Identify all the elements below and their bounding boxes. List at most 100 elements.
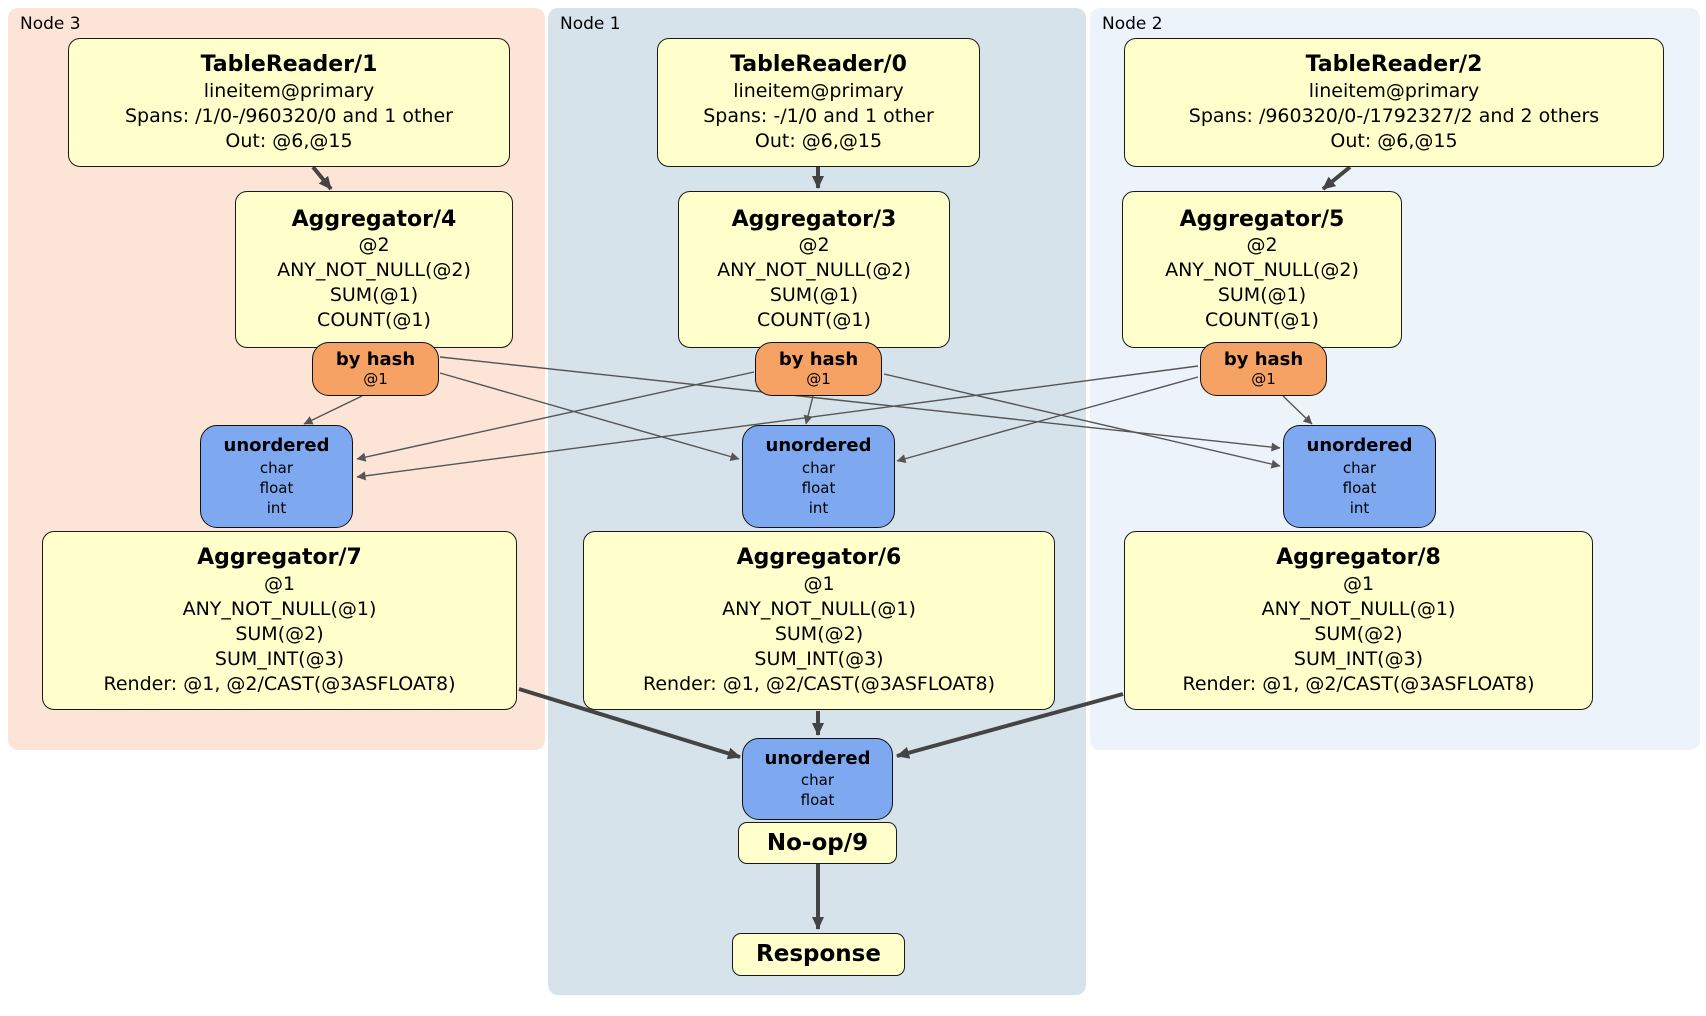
sync-title: unordered xyxy=(1306,435,1413,457)
text-line: Out: @6,@15 xyxy=(754,129,883,152)
node2-label: Node 2 xyxy=(1102,14,1163,34)
text-line: @2 xyxy=(798,234,830,257)
text-line: SUM_INT(@3) xyxy=(1293,647,1424,670)
text-line: SUM(@1) xyxy=(1217,284,1307,307)
text-line: Spans: /960320/0-/1792327/2 and 2 others xyxy=(1188,104,1600,127)
text-line: @1 xyxy=(803,572,835,595)
processor-title: No-op/9 xyxy=(766,829,869,856)
text-line: @1 xyxy=(806,369,831,388)
text-line: int xyxy=(1349,498,1370,517)
text-line: Render: @1, @2/CAST(@3ASFLOAT8) xyxy=(103,672,456,695)
text-line: ANY_NOT_NULL(@2) xyxy=(1165,259,1359,282)
processor-title: TableReader/2 xyxy=(1305,52,1483,78)
processor-title: Aggregator/7 xyxy=(197,545,362,571)
text-line: SUM(@2) xyxy=(235,622,324,645)
processor-noop-9: No-op/9 xyxy=(738,822,897,864)
text-line: Spans: -/1/0 and 1 other xyxy=(703,104,934,127)
text-line: Render: @1, @2/CAST(@3ASFLOAT8) xyxy=(643,672,995,695)
router-details: @1 xyxy=(1251,370,1276,388)
text-line: char xyxy=(259,458,294,477)
text-line: SUM(@2) xyxy=(774,622,864,645)
processor-response: Response xyxy=(732,933,905,976)
text-line: char xyxy=(800,771,835,790)
router-details: @1 xyxy=(363,370,388,388)
processor-title: TableReader/1 xyxy=(200,52,378,78)
text-line: SUM_INT(@3) xyxy=(214,647,345,670)
text-line: float xyxy=(1342,478,1377,497)
router-by-hash-node1: by hash @1 xyxy=(755,342,882,396)
text-line: COUNT(@1) xyxy=(1205,309,1319,332)
text-line: COUNT(@1) xyxy=(317,309,431,332)
text-line: SUM(@1) xyxy=(769,284,859,307)
text-line: ANY_NOT_NULL(@2) xyxy=(277,259,471,282)
processor-title: TableReader/0 xyxy=(730,52,907,78)
text-line: lineitem@primary xyxy=(1308,79,1480,102)
processor-title: Aggregator/3 xyxy=(731,206,897,232)
text-line: @1 xyxy=(263,572,296,595)
processor-title: Aggregator/8 xyxy=(1276,545,1441,571)
text-line: @1 xyxy=(1251,369,1276,388)
text-line: lineitem@primary xyxy=(203,79,375,102)
processor-title: Aggregator/6 xyxy=(736,545,902,571)
router-title: by hash xyxy=(335,349,416,371)
router-by-hash-node2: by hash @1 xyxy=(1200,342,1327,396)
text-line: @2 xyxy=(1246,234,1278,257)
text-line: @1 xyxy=(363,369,388,388)
text-line: SUM(@2) xyxy=(1314,622,1403,645)
text-line: Out: @6,@15 xyxy=(225,129,353,152)
text-line: int xyxy=(266,498,287,517)
text-line: char xyxy=(801,458,836,477)
processor-title: Aggregator/5 xyxy=(1179,206,1345,232)
text-line: ANY_NOT_NULL(@1) xyxy=(1261,597,1456,620)
text-line: Spans: /1/0-/960320/0 and 1 other xyxy=(125,104,453,127)
router-title: by hash xyxy=(1223,349,1304,371)
text-line: ANY_NOT_NULL(@2) xyxy=(717,259,911,282)
processor-title: Aggregator/4 xyxy=(291,206,457,232)
text-line: ANY_NOT_NULL(@1) xyxy=(722,597,916,620)
sync-title: unordered xyxy=(223,435,330,457)
text-line: float xyxy=(800,791,835,810)
text-line: SUM_INT(@3) xyxy=(754,647,884,670)
processor-title: Response xyxy=(756,941,881,968)
text-line: lineitem@primary xyxy=(733,79,904,102)
text-line: char xyxy=(1342,458,1377,477)
text-line: @2 xyxy=(358,234,390,257)
sync-title: unordered xyxy=(764,747,871,769)
router-by-hash-node3: by hash @1 xyxy=(312,342,439,396)
text-line: int xyxy=(808,498,829,517)
text-line: float xyxy=(259,478,294,497)
node1-label: Node 1 xyxy=(560,14,621,34)
text-line: float xyxy=(801,478,836,497)
router-details: @1 xyxy=(806,370,831,388)
text-line: Render: @1, @2/CAST(@3ASFLOAT8) xyxy=(1182,672,1535,695)
router-title: by hash xyxy=(778,349,859,371)
text-line: Out: @6,@15 xyxy=(1330,129,1458,152)
